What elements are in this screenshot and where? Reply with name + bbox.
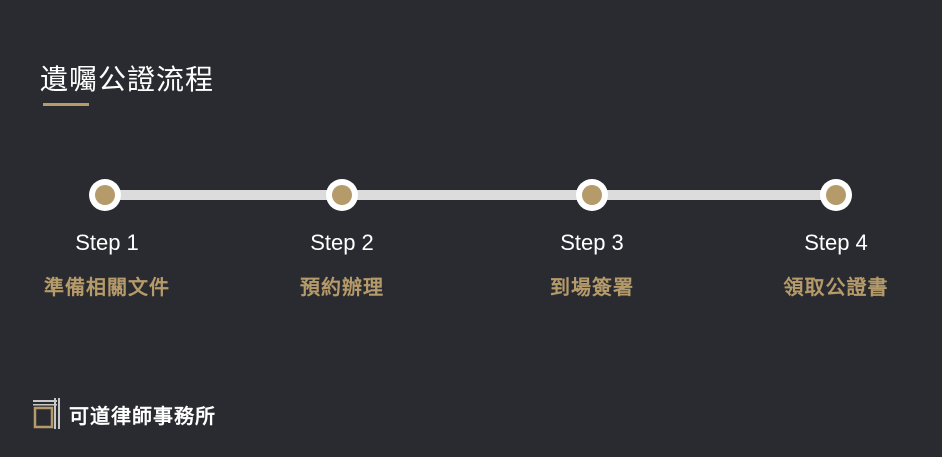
step-description: 到場簽署	[550, 275, 634, 299]
step-1-marker	[89, 179, 121, 211]
step-2: Step 2 預約辦理	[252, 230, 432, 300]
title-underline	[43, 103, 89, 106]
step-4-marker	[820, 179, 852, 211]
step-3: Step 3 到場簽署	[502, 230, 682, 300]
step-description: 領取公證書	[783, 275, 889, 299]
brand-logo: 可道律師事務所	[33, 398, 216, 430]
step-1: Step 1 準備相關文件	[17, 230, 197, 300]
step-description: 預約辦理	[300, 275, 384, 299]
step-description: 準備相關文件	[44, 275, 170, 299]
brand-name: 可道律師事務所	[69, 403, 216, 428]
step-label: Step 4	[804, 230, 868, 255]
step-3-marker	[576, 179, 608, 211]
page-title: 遺囑公證流程	[40, 63, 215, 96]
step-4: Step 4 領取公證書	[746, 230, 926, 300]
timeline-track	[105, 190, 836, 200]
step-2-marker	[326, 179, 358, 211]
step-label: Step 3	[560, 230, 624, 255]
step-label: Step 1	[75, 230, 139, 255]
step-label: Step 2	[310, 230, 374, 255]
logo-icon	[33, 398, 60, 429]
